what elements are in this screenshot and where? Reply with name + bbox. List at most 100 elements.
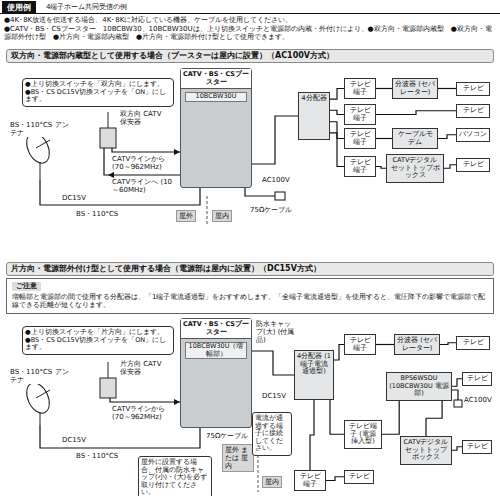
text-label: 75Ωケーブル <box>206 432 248 440</box>
power-cord <box>452 390 458 400</box>
cable-connector <box>438 135 456 139</box>
text-label: AC100V <box>464 396 492 404</box>
cable-connector <box>376 138 392 139</box>
node-text: 分波器 (セパレーター) <box>397 337 437 352</box>
node-subtext: ●BS・CS DC15V切換スイッチを「ON」にします。 <box>25 337 171 352</box>
header-rule <box>0 13 500 14</box>
section-heading: 片方向・電源部外付け型として使用する場合（電源部は屋内に設置）（DC15V方式） <box>6 262 494 276</box>
separator-box: 分波器 (セパレーター) <box>394 334 440 355</box>
cable-connector <box>376 167 386 169</box>
outlet-box: テレビ端子 <box>344 78 376 99</box>
callout-box: ●上り切換スイッチを「片方向」にします。●BS・CS DC15V切換スイッチを「… <box>22 326 174 355</box>
power-unit: BPS6WSDU(10BCBW30U 電源部) <box>386 372 452 401</box>
node-text: CATV・BS・CSブースター <box>181 69 251 89</box>
tv-box: テレビ <box>456 82 490 96</box>
cable-connector <box>438 88 456 89</box>
note-box: 電流が通過する端子に接続してください。 <box>252 412 292 456</box>
cable-connector <box>252 116 298 164</box>
node-text: テレビ <box>347 473 371 481</box>
section-heading: 双方向・電源部内蔵型として使用する場合（ブースターは屋内に設置）（AC100V方… <box>6 49 494 63</box>
node-text: テレビ端子 <box>347 107 373 122</box>
zone-tag: 屋内 <box>262 476 282 488</box>
node-text: CATV・BS・CSブースター <box>181 319 251 339</box>
zone-tag: 屋外 <box>176 210 196 222</box>
stb-box: CATVデジタル セットトップボックス <box>386 154 444 183</box>
outlet-box: テレビ端子 <box>294 470 326 491</box>
modem-box: ケーブルモデム <box>392 128 438 149</box>
zone-divider <box>258 455 259 492</box>
cable-connector <box>330 89 344 100</box>
tv-box: テレビ <box>344 470 374 484</box>
node-text: BPS6WSDU <box>389 375 449 383</box>
catv-line <box>112 148 180 152</box>
booster-unit: CATV・BS・CSブースター 10BCBW30U <box>180 68 252 188</box>
stb-box: CATVデジタル セットトップボックス <box>400 436 452 465</box>
node-text: テレビ端子 <box>297 473 323 488</box>
power-plug <box>275 192 285 200</box>
power-cord <box>245 188 275 196</box>
node-text: テレビ <box>465 375 489 383</box>
zone-tag: 屋内 <box>212 210 232 222</box>
text-label: DC15V <box>262 392 286 400</box>
node-text: テレビ <box>459 339 487 347</box>
text-label: AC100V <box>262 176 290 184</box>
node-text: テレビ端子 <box>347 131 373 146</box>
node-text: テレビ端子 <box>347 81 373 96</box>
node-subtext: 10BCBW30U <box>185 92 247 102</box>
cable-connector <box>376 88 392 89</box>
node-text: テレビ <box>459 85 487 93</box>
cable-connector <box>310 400 314 470</box>
outlet-box: テレビ端子 <box>344 334 376 355</box>
text-label: DC15V <box>62 194 86 202</box>
node-text: ケーブルモデム <box>395 131 435 146</box>
note-box: 屋外に設置する場合、付属の防水キャップ(小)・(大)を必ず取り付けてください。 <box>138 456 212 496</box>
cable-connector <box>252 351 294 375</box>
node-text: テレビ端子 (電源挿入型) <box>347 423 379 446</box>
cable-connector <box>452 447 462 451</box>
text-label: CATVラインへ (10～60MHz) <box>112 178 176 194</box>
node-text: テレビ <box>459 161 487 169</box>
antenna-cable <box>40 425 200 448</box>
node-text: CATVデジタル セットトップボックス <box>389 157 441 180</box>
outlet-box: テレビ端子 <box>344 128 376 149</box>
cable-connector <box>382 401 399 435</box>
text-label: 75Ωケーブル <box>250 206 292 214</box>
cable-connector <box>334 345 344 361</box>
node-text: 電流が通過する端子に接続してください。 <box>255 415 289 453</box>
node-text: 分波器 (セパレーター) <box>395 81 435 96</box>
text-label: BS・110°CS アンテナ <box>10 121 70 137</box>
outlet-box: テレビ端子 (電源挿入型) <box>344 420 382 449</box>
text-label: ●4K･8K放送を伝送する場合、4K･8Kに対応している機器、ケーブルを使用して… <box>4 16 496 24</box>
node-text: パソコン <box>459 131 487 139</box>
outlet-box: テレビ端子 <box>344 156 376 177</box>
cable-connector <box>326 477 344 481</box>
text-label: 片方向 CATV保安器 <box>120 360 168 376</box>
cable-connector <box>376 111 456 115</box>
text-label: 防水キャップ(大) (付属品) <box>256 320 296 344</box>
text-label: CATVラインから (70～962MHz) <box>112 155 176 171</box>
node-text: ●上り切換スイッチを「片方向」にします。 <box>25 329 171 337</box>
node-subtext: 増幅部と電源部の間で使用する分配器は、「1端子電流通過型」をおすすめします。「全… <box>12 293 488 310</box>
pc-box: パソコン <box>456 128 490 142</box>
text-label: 双方向 CATV保安器 <box>120 110 168 126</box>
power-plug <box>454 400 462 407</box>
callout-box: ●上り切換スイッチを「双方向」にします。●BS・CS DC15V切換スイッチを「… <box>22 78 174 107</box>
node-text: テレビ端子 <box>347 337 373 352</box>
antenna-dish <box>22 379 54 425</box>
cable-connector <box>440 343 456 345</box>
node-text: 屋外に設置する場合、付属の防水キャップ(小)・(大)を必ず取り付けてください。 <box>141 459 209 496</box>
node-subtext: 10BCBW30U（増幅部） <box>185 342 247 359</box>
text-label: CATVラインから (70～962MHz) <box>112 405 176 421</box>
node-text: テレビ端子 <box>347 159 373 174</box>
text-label: BS・110°CS アンテナ <box>10 368 70 384</box>
node-subtext: ●BS・CS DC15V切換スイッチを「ON」にします。 <box>25 89 171 104</box>
text-label: 4端子ホーム共同受信の例 <box>46 3 346 11</box>
distributor-box: 4分配器 (1端子電流通過型) <box>294 350 334 400</box>
tv-box: テレビ <box>456 158 490 172</box>
tv-box: テレビ <box>456 336 490 350</box>
caution-box: ご注意増幅部と電源部の間で使用する分配器は、「1端子電流通過型」をおすすめします… <box>6 278 494 314</box>
distributor-box: 4分配器 <box>298 92 330 140</box>
cable-connector <box>444 165 456 169</box>
text-label: DC15V <box>62 436 86 444</box>
catv-line <box>104 148 180 175</box>
